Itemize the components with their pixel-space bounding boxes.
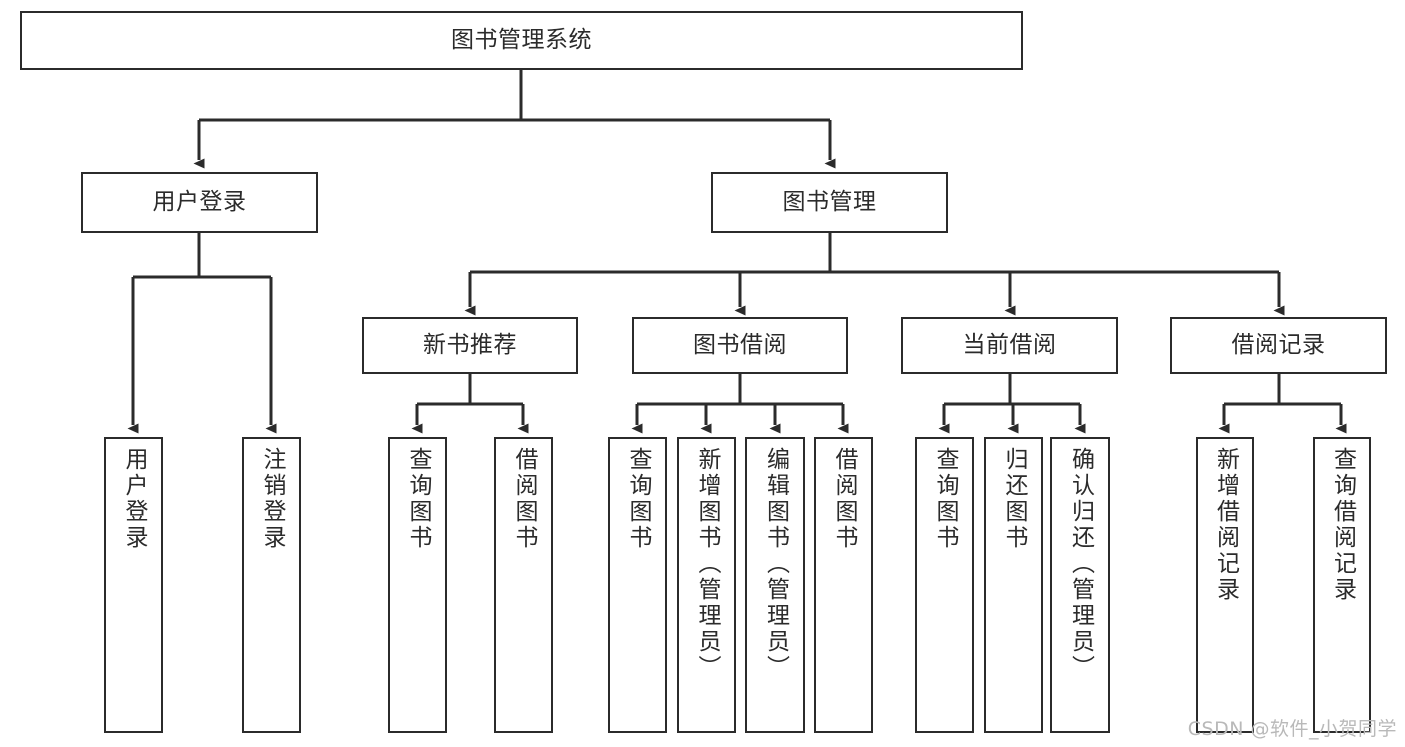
leaf-book-borrow-add-book-admin[interactable]: 新增图书（管理员）	[677, 437, 736, 733]
node-user-login[interactable]: 用户登录	[81, 172, 318, 233]
leaf-user-login-logout[interactable]: 注销登录	[242, 437, 301, 733]
leaf-current-borrow-return-book[interactable]: 归还图书	[984, 437, 1043, 733]
node-label: 查询图书	[405, 447, 431, 551]
node-label: 当前借阅	[962, 331, 1057, 358]
leaf-book-borrow-borrow-book[interactable]: 借阅图书	[814, 437, 873, 733]
node-label: 图书借阅	[693, 331, 787, 358]
node-current-borrow[interactable]: 当前借阅	[901, 317, 1118, 374]
node-label: 图书管理系统	[451, 26, 592, 53]
node-label: 编辑图书（管理员）	[762, 447, 789, 681]
node-label: 查询图书	[932, 447, 958, 551]
node-label: 查询图书	[625, 447, 651, 551]
node-label: 用户登录	[152, 188, 247, 215]
leaf-new-book-query-book[interactable]: 查询图书	[388, 437, 447, 733]
leaf-book-borrow-query-book[interactable]: 查询图书	[608, 437, 667, 733]
node-book-management[interactable]: 图书管理	[711, 172, 948, 233]
node-borrow-record[interactable]: 借阅记录	[1170, 317, 1387, 374]
node-label: 用户登录	[121, 447, 147, 551]
leaf-borrow-record-query-record[interactable]: 查询借阅记录	[1313, 437, 1371, 733]
node-label: 借阅图书	[511, 447, 537, 551]
leaf-user-login-login[interactable]: 用户登录	[104, 437, 163, 733]
node-label: 新增借阅记录	[1212, 447, 1239, 603]
leaf-current-borrow-confirm-return-admin[interactable]: 确认归还（管理员）	[1050, 437, 1110, 733]
leaf-borrow-record-add-record[interactable]: 新增借阅记录	[1196, 437, 1254, 733]
node-root-book-management-system[interactable]: 图书管理系统	[20, 11, 1023, 70]
leaf-book-borrow-edit-book-admin[interactable]: 编辑图书（管理员）	[745, 437, 805, 733]
node-label: 注销登录	[259, 447, 285, 551]
node-label: 新书推荐	[423, 331, 517, 358]
node-label: 图书管理	[782, 188, 877, 215]
node-label: 归还图书	[1001, 447, 1027, 551]
node-label: 查询借阅记录	[1329, 447, 1356, 603]
node-label: 确认归还（管理员）	[1067, 447, 1094, 681]
node-book-borrow[interactable]: 图书借阅	[632, 317, 848, 374]
leaf-current-borrow-query-book[interactable]: 查询图书	[915, 437, 974, 733]
node-new-book-recommend[interactable]: 新书推荐	[362, 317, 578, 374]
node-label: 借阅图书	[831, 447, 857, 551]
node-label: 新增图书（管理员）	[694, 447, 720, 681]
leaf-new-book-borrow-book[interactable]: 借阅图书	[494, 437, 553, 733]
node-label: 借阅记录	[1231, 331, 1326, 358]
